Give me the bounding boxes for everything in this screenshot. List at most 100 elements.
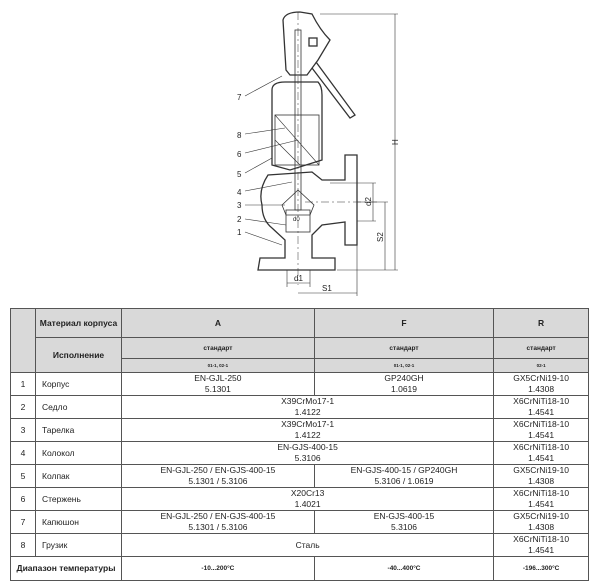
material-value: 1.4541 (528, 430, 555, 440)
part-name: Колпак (35, 464, 122, 488)
leader-lines (244, 75, 299, 246)
material-value: 1.4541 (528, 499, 555, 509)
material-value: 1.0619 (391, 384, 417, 394)
part-name: Тарелка (35, 418, 122, 442)
material-value: EN-GJS-400-15 (277, 442, 338, 452)
part-label-7: 7 (237, 93, 242, 102)
part-label-1: 1 (237, 228, 242, 237)
temperature-A: -10...200°C (121, 556, 315, 581)
row-number: 8 (10, 533, 36, 557)
standard-A: стандарт (121, 337, 315, 359)
material-value: 1.4541 (528, 545, 555, 555)
part-name: Седло (35, 395, 122, 419)
row-number: 1 (10, 372, 36, 396)
row-number: 5 (10, 464, 36, 488)
valve-drawing: 7 8 6 5 4 3 2 1 H d2 S2 d0 d1 S1 (237, 11, 400, 296)
part-label-5: 5 (237, 170, 242, 179)
material-value: X6CrNiTi18-10 (513, 442, 570, 452)
row-number: 3 (10, 418, 36, 442)
col-header-R: R (493, 308, 589, 338)
part-name: Колокол (35, 441, 122, 465)
part-name: Капюшон (35, 510, 122, 534)
part-name: Грузик (35, 533, 122, 557)
part-label-3: 3 (237, 201, 242, 210)
material-value: 5.1301 / 5.3106 (188, 476, 248, 486)
part-label-4: 4 (237, 188, 242, 197)
part-label-6: 6 (237, 150, 242, 159)
material-value: X6CrNiTi18-10 (513, 488, 570, 498)
dim-d0: d0 (293, 217, 300, 223)
material-value: EN-GJL-250 / EN-GJS-400-15 (160, 511, 276, 521)
dim-S2: S2 (376, 232, 385, 242)
part-name: Стержень (35, 487, 122, 511)
material-value: EN-GJL-250 (194, 373, 242, 383)
dim-d2: d2 (364, 197, 373, 206)
material-value: X6CrNiTi18-10 (513, 534, 570, 544)
material-value: Сталь (295, 539, 320, 550)
standard-R: стандарт (493, 337, 589, 359)
dim-d1: d1 (294, 274, 303, 283)
codes-A: 01-1, 02-1 (121, 358, 315, 373)
valve-outline (257, 11, 380, 285)
row-number: 6 (10, 487, 36, 511)
material-value: 5.3106 (294, 453, 321, 463)
col-header-A: A (121, 308, 315, 338)
material-value: 1.4308 (528, 384, 555, 394)
material-value: X39CrMo17-1 (281, 396, 335, 406)
materials-table: Материал корпуса A F R Исполнение станда… (10, 308, 589, 581)
codes-R: 02-1 (493, 358, 589, 373)
material-cell: Сталь (120, 533, 495, 557)
row-number: 4 (10, 441, 36, 465)
temperature-F: -40...400°C (313, 556, 495, 581)
temperature-label: Диапазон температуры (10, 556, 122, 581)
material-value: GP240GH (384, 373, 424, 383)
material-value: X39CrMo17-1 (281, 419, 335, 429)
material-value: GX5CrNi19-10 (513, 465, 569, 475)
material-value: 1.4122 (294, 407, 321, 417)
material-value: X6CrNiTi18-10 (513, 419, 570, 429)
material-value: 1.4308 (528, 476, 555, 486)
dim-S1: S1 (322, 284, 332, 293)
material-value: 5.3106 (391, 522, 417, 532)
codes-F: 01-1, 02-1 (313, 358, 495, 373)
material-value: GX5CrNi19-10 (513, 373, 569, 383)
material-value: 5.1301 / 5.3106 (188, 522, 248, 532)
material-value: X6CrNiTi18-10 (513, 396, 570, 406)
part-name: Корпус (35, 372, 122, 396)
row-number: 7 (10, 510, 36, 534)
standard-F: стандарт (313, 337, 495, 359)
dim-H: H (391, 139, 400, 145)
material-value: 1.4021 (294, 499, 321, 509)
material-value: 1.4308 (528, 522, 555, 532)
material-value: 1.4541 (528, 453, 555, 463)
corner-cell (10, 308, 36, 373)
material-value: EN-GJS-400-15 / GP240GH (350, 465, 458, 475)
row-number: 2 (10, 395, 36, 419)
material-value: 5.1301 (204, 384, 231, 394)
